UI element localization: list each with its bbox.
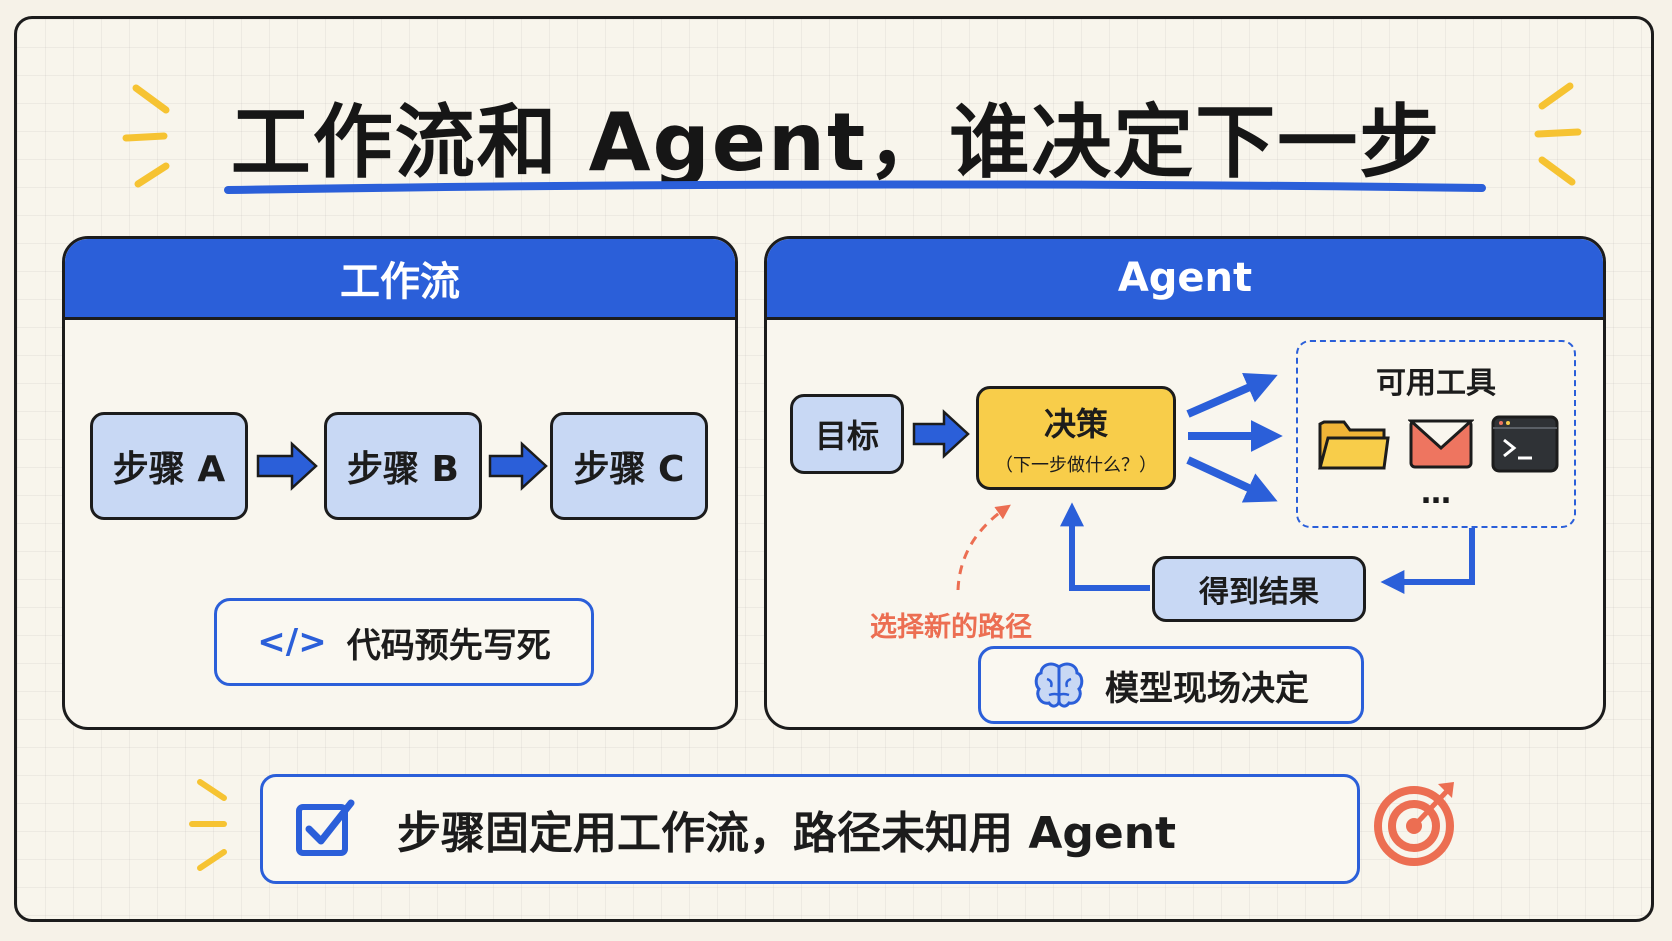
model-decides-note: 模型现场决定 bbox=[978, 646, 1364, 724]
folder-icon bbox=[1318, 420, 1390, 470]
decision-subtitle: （下一步做什么？） bbox=[995, 455, 1157, 476]
goal-box: 目标 bbox=[790, 394, 904, 474]
hardcoded-note: </> 代码预先写死 bbox=[214, 598, 594, 686]
sparkle-right-title bbox=[1534, 82, 1582, 186]
summary-text: 步骤固定用工作流，路径未知用 Agent bbox=[397, 808, 1177, 859]
mail-icon bbox=[1408, 419, 1474, 469]
page-title: 工作流和 Agent，谁决定下一步 bbox=[230, 96, 1442, 189]
tools-title: 可用工具 bbox=[1376, 366, 1496, 401]
new-path-hint: 选择新的路径 bbox=[870, 612, 1032, 643]
more-tools-ellipsis: … bbox=[1421, 476, 1451, 511]
checkbox-icon bbox=[296, 799, 355, 856]
model-decides-label: 模型现场决定 bbox=[1105, 668, 1309, 709]
summary-bar: 步骤固定用工作流，路径未知用 Agent bbox=[260, 774, 1360, 884]
sparkle-left-summary bbox=[189, 779, 227, 871]
sparkle-left-title bbox=[122, 84, 170, 188]
decision-box: 决策 （下一步做什么？） bbox=[976, 386, 1176, 490]
terminal-icon bbox=[1491, 415, 1559, 473]
agent-panel-header: Agent bbox=[767, 239, 1603, 320]
brain-icon bbox=[1034, 662, 1084, 708]
code-icon: </> bbox=[257, 622, 327, 662]
decision-title: 决策 bbox=[1043, 405, 1108, 443]
step-b-box: 步骤 B bbox=[324, 412, 482, 520]
target-icon bbox=[1374, 782, 1454, 866]
step-a-box: 步骤 A bbox=[90, 412, 248, 520]
result-box: 得到结果 bbox=[1152, 556, 1366, 622]
hardcoded-note-label: 代码预先写死 bbox=[346, 625, 551, 666]
workflow-panel-header: 工作流 bbox=[65, 239, 735, 320]
available-tools-group: 可用工具 … bbox=[1296, 340, 1576, 528]
step-c-box: 步骤 C bbox=[550, 412, 708, 520]
title-underline bbox=[224, 180, 1486, 194]
